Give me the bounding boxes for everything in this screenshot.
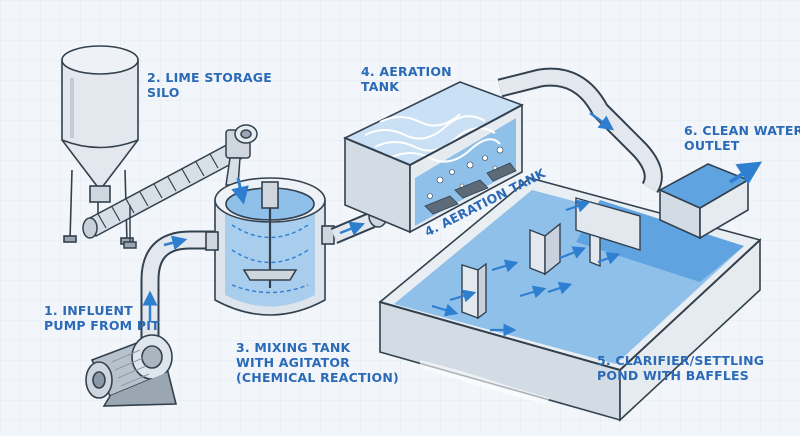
- label-clarifier: 5. CLARIFIER/SETTLING POND WITH BAFFLES: [597, 353, 765, 383]
- label-lime-silo: 2. LIME STORAGE SILO: [147, 70, 272, 100]
- screw-conveyor: [82, 124, 258, 249]
- label-aeration-tank-top: 4. AERATION TANK: [361, 64, 452, 94]
- clarifier-pond: [378, 177, 762, 422]
- clean-water-outlet: [658, 163, 750, 240]
- lime-storage-silo: [61, 45, 139, 245]
- label-influent-pump: 1. INFLUENT PUMP FROM PIT: [44, 303, 160, 333]
- influent-pump: [85, 334, 178, 407]
- aeration-to-clarifier-pipe: [497, 67, 663, 194]
- mixing-tank: [205, 177, 335, 316]
- influent-pipe: [140, 230, 214, 348]
- label-mixing-tank: 3. MIXING TANK WITH AGITATOR (CHEMICAL R…: [236, 340, 399, 385]
- outlet-arrow: [728, 161, 763, 185]
- aeration-tank: [343, 81, 524, 234]
- label-clean-water-outlet: 6. CLEAN WATER OUTLET: [684, 123, 800, 153]
- lime-feed-arrow: [231, 177, 249, 205]
